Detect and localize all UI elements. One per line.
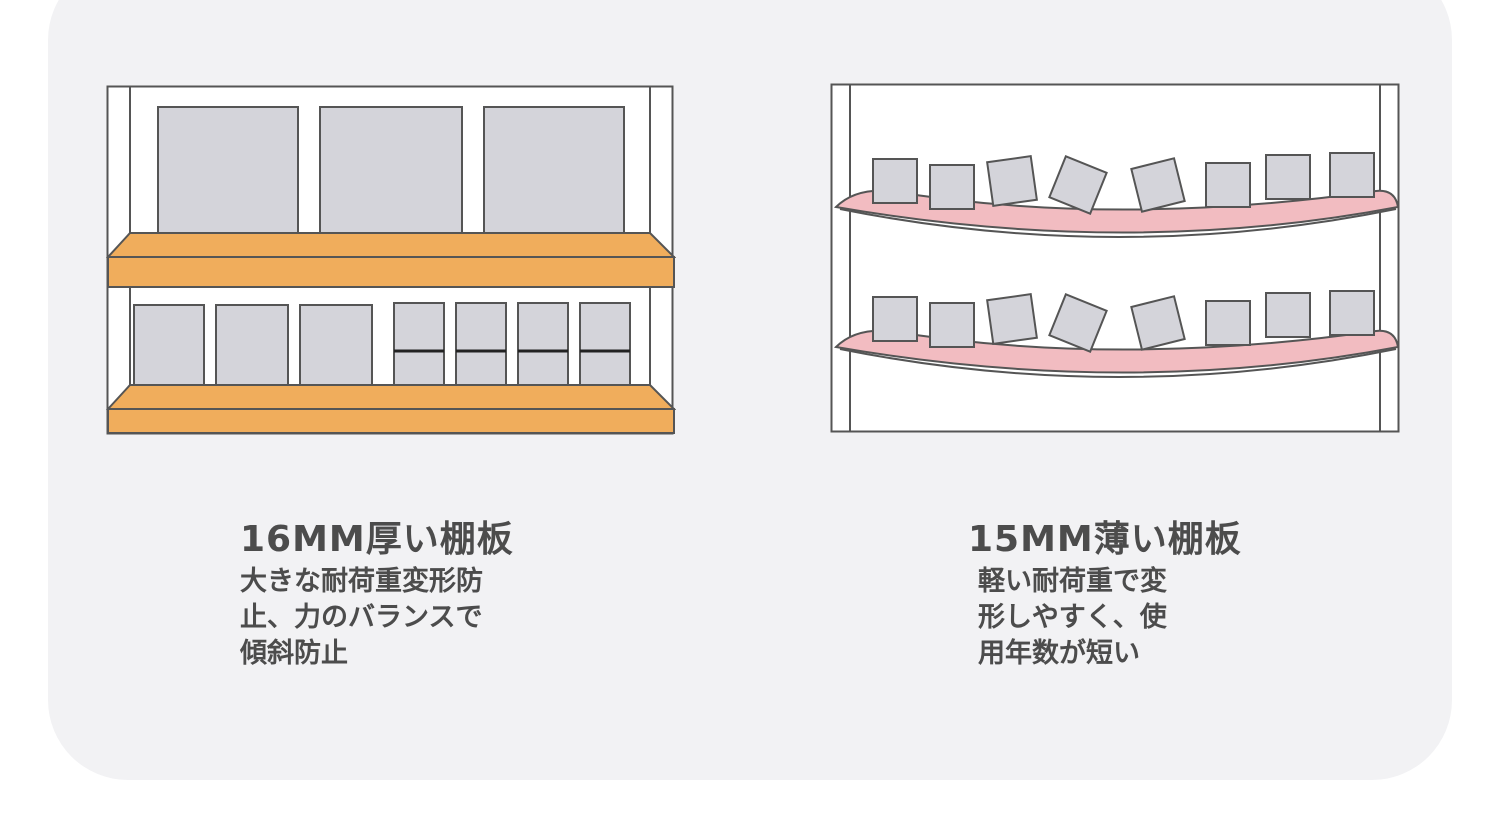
left-desc-line: 傾斜防止: [240, 638, 348, 669]
left-description: 大きな耐荷重変形防 止、力のバランスで 傾斜防止: [240, 564, 514, 672]
right-description: 軽い耐荷重で変 形しやすく、使 用年数が短い: [978, 564, 1242, 672]
right-desc-line: 用年数が短い: [978, 638, 1140, 669]
right-desc-line: 形しやすく、使: [978, 602, 1167, 633]
box: [1130, 157, 1186, 213]
box: [929, 302, 975, 348]
left-caption: 16MM厚い棚板 大きな耐荷重変形防 止、力のバランスで 傾斜防止: [240, 518, 514, 672]
box: [1205, 300, 1251, 346]
thick-shelf-top-front: [107, 256, 675, 288]
upper-box-row: [872, 152, 1375, 215]
right-caption: 15MM薄い棚板 軽い耐荷重で変 形しやすく、使 用年数が短い: [968, 518, 1242, 672]
box: [1265, 292, 1311, 338]
box: [483, 106, 625, 246]
box: [1048, 155, 1108, 215]
box: [986, 155, 1038, 207]
box: [1205, 162, 1251, 208]
left-desc-line: 止、力のバランスで: [240, 602, 483, 633]
box: [1048, 293, 1108, 353]
box: [215, 304, 289, 400]
thick-shelf-bottom: [106, 384, 676, 410]
box: [929, 164, 975, 210]
box: [986, 293, 1038, 345]
left-desc-line: 大きな耐荷重変形防: [240, 566, 483, 597]
thick-shelf-top: [106, 232, 676, 258]
right-title: 15MM薄い棚板: [968, 519, 1242, 560]
left-title: 16MM厚い棚板: [240, 519, 514, 560]
box: [1329, 152, 1375, 198]
thick-shelf-bottom-front: [107, 408, 675, 434]
box: [872, 296, 918, 342]
lower-box-row: [872, 290, 1375, 353]
box: [1130, 295, 1186, 351]
thick-shelf-illustration: [106, 85, 676, 435]
box: [157, 106, 299, 246]
box: [299, 304, 373, 400]
box: [1329, 290, 1375, 336]
thin-shelf-illustration: [830, 83, 1400, 433]
box: [872, 158, 918, 204]
box: [1265, 154, 1311, 200]
right-desc-line: 軽い耐荷重で変: [978, 566, 1167, 597]
box: [319, 106, 463, 246]
cabinet-frame: [830, 83, 1400, 433]
